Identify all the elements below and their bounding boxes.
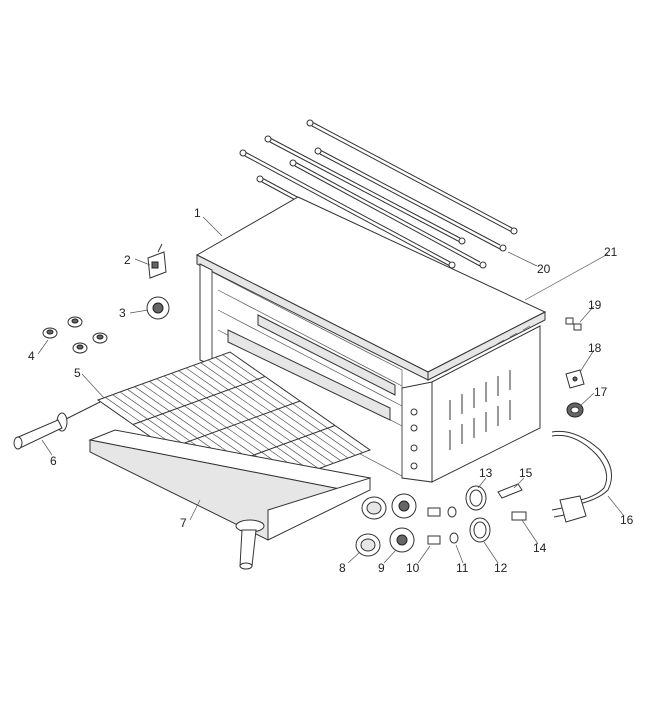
knobs (355, 496, 387, 557)
heating-element (306, 119, 518, 235)
heating-element (314, 147, 507, 252)
callout-20: 20 (537, 262, 551, 276)
foot (42, 327, 58, 339)
feet (42, 316, 108, 354)
fuse-holder (497, 483, 527, 521)
callout-8: 8 (339, 561, 346, 575)
oven-body (195, 196, 547, 483)
connectors (565, 317, 582, 331)
callout-7: 7 (180, 516, 187, 530)
knob (361, 496, 387, 520)
power-cord (551, 430, 613, 523)
thermostat (147, 243, 167, 279)
callout-18: 18 (588, 341, 602, 355)
callout-4: 4 (28, 349, 35, 363)
drip-tray (88, 429, 372, 541)
heating-element (264, 135, 466, 245)
callout-21: 21 (604, 245, 618, 259)
callout-19: 19 (588, 298, 602, 312)
top-vent-row (444, 325, 531, 373)
tray-handle (235, 519, 265, 570)
knob (355, 533, 381, 557)
callout-15: 15 (519, 466, 533, 480)
vent-slots (449, 370, 511, 450)
rack-crossbar (167, 400, 301, 450)
callout-5: 5 (74, 366, 81, 380)
callout-14: 14 (533, 541, 547, 555)
rack-handle (13, 401, 101, 450)
foot (72, 342, 88, 354)
callout-2: 2 (124, 253, 131, 267)
callout-labels: 1 2 3 4 5 6 7 8 9 10 11 12 13 14 15 16 1… (28, 206, 634, 575)
callout-9: 9 (378, 561, 385, 575)
callout-10: 10 (406, 561, 420, 575)
callout-1: 1 (194, 206, 201, 220)
callout-6: 6 (50, 454, 57, 468)
callout-11: 11 (456, 561, 469, 575)
cord-grip (566, 402, 584, 418)
rack-crossbar (132, 376, 266, 425)
callout-17: 17 (594, 385, 608, 399)
callout-13: 13 (479, 466, 493, 480)
foot (67, 316, 83, 328)
foot (92, 332, 108, 344)
callout-16: 16 (620, 513, 634, 527)
switch (146, 296, 170, 320)
indicator-lamps (427, 506, 459, 545)
leader-lines (37, 216, 625, 564)
bezel (389, 527, 415, 553)
callout-3: 3 (119, 306, 126, 320)
heating-element (289, 159, 487, 269)
rings (465, 485, 491, 543)
bezel (391, 493, 417, 519)
heating-element (239, 149, 456, 269)
knob-bezels (389, 493, 417, 553)
callout-12: 12 (494, 561, 508, 575)
terminal-block (565, 369, 585, 389)
